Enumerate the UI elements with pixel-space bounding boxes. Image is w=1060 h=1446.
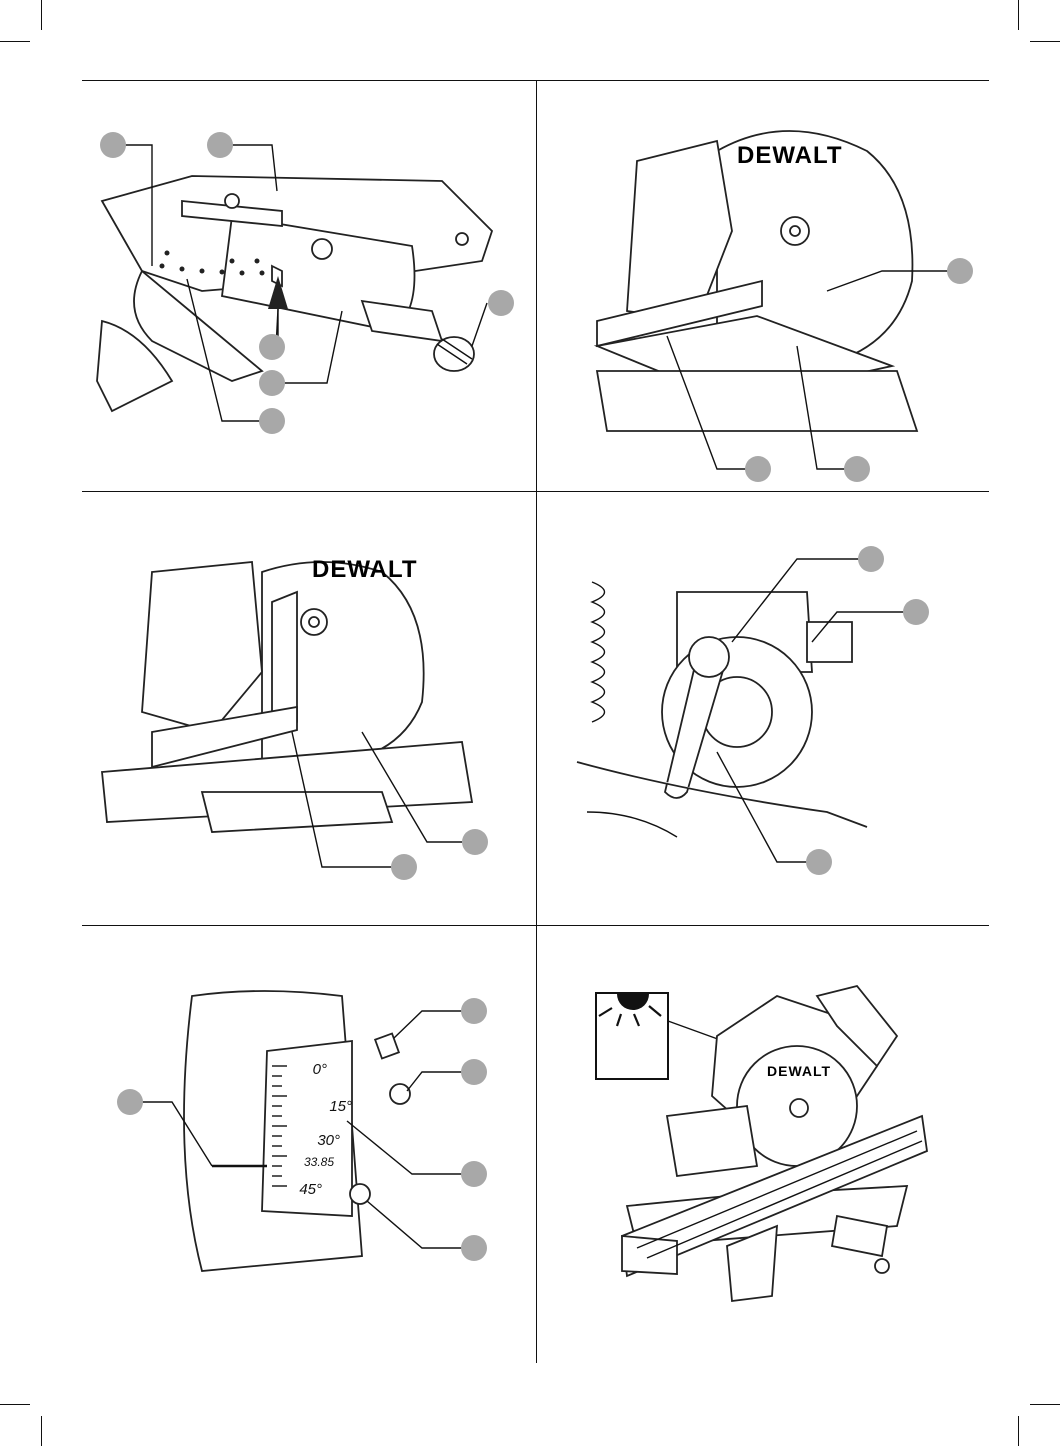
- callout-circle: [462, 829, 488, 855]
- crop-mark: [1030, 1404, 1060, 1405]
- callout-circle: [461, 1235, 487, 1261]
- callout-circle: [806, 849, 832, 875]
- brand-label: DEWALT: [737, 142, 843, 169]
- callout-circle: [259, 334, 285, 360]
- callout-circle: [461, 1161, 487, 1187]
- bevel-scale-icon: 0° 15° 30° 33.85 45°: [262, 1041, 352, 1216]
- callout-circle: [259, 408, 285, 434]
- stop-screw-icon: [350, 1034, 410, 1204]
- callout-circle: [100, 132, 126, 158]
- figure-bevel-lock-lever: [537, 492, 989, 925]
- scale-label: 0°: [313, 1061, 327, 1078]
- brand-label: DEWALT: [312, 556, 418, 583]
- crop-mark: [1018, 0, 1019, 30]
- crop-mark: [41, 0, 42, 30]
- crop-mark: [0, 1404, 30, 1405]
- crop-mark: [1018, 1416, 1019, 1446]
- figure-blade-square-table: DEWALT: [82, 492, 536, 925]
- figure-bevel-scale: 0° 15° 30° 33.85 45°: [82, 926, 536, 1363]
- callout-circle: [844, 456, 870, 482]
- brand-label: DEWALT: [767, 1063, 831, 1079]
- figure-led-work-light: DEWALT: [537, 926, 989, 1363]
- crop-mark: [0, 41, 30, 42]
- figure-miter-scale: [82, 81, 536, 491]
- crop-mark: [41, 1416, 42, 1446]
- callout-circle: [391, 854, 417, 880]
- callout-circle: [461, 1059, 487, 1085]
- callout-circle: [858, 546, 884, 572]
- scale-label: 15°: [329, 1098, 352, 1115]
- crop-mark: [1030, 41, 1060, 42]
- miter-detent-plate-icon: [82, 81, 536, 491]
- scale-label: 30°: [317, 1132, 340, 1149]
- figure-blade-square-fence: DEWALT: [537, 81, 989, 491]
- callout-circle: [745, 456, 771, 482]
- scale-label: 45°: [299, 1181, 322, 1198]
- scale-label: 33.85: [304, 1155, 334, 1169]
- callout-circle: [947, 258, 973, 284]
- callout-circle: [903, 599, 929, 625]
- callout-circle: [207, 132, 233, 158]
- callout-circle: [117, 1089, 143, 1115]
- callout-circle: [488, 290, 514, 316]
- callout-circle: [461, 998, 487, 1024]
- callout-circle: [259, 370, 285, 396]
